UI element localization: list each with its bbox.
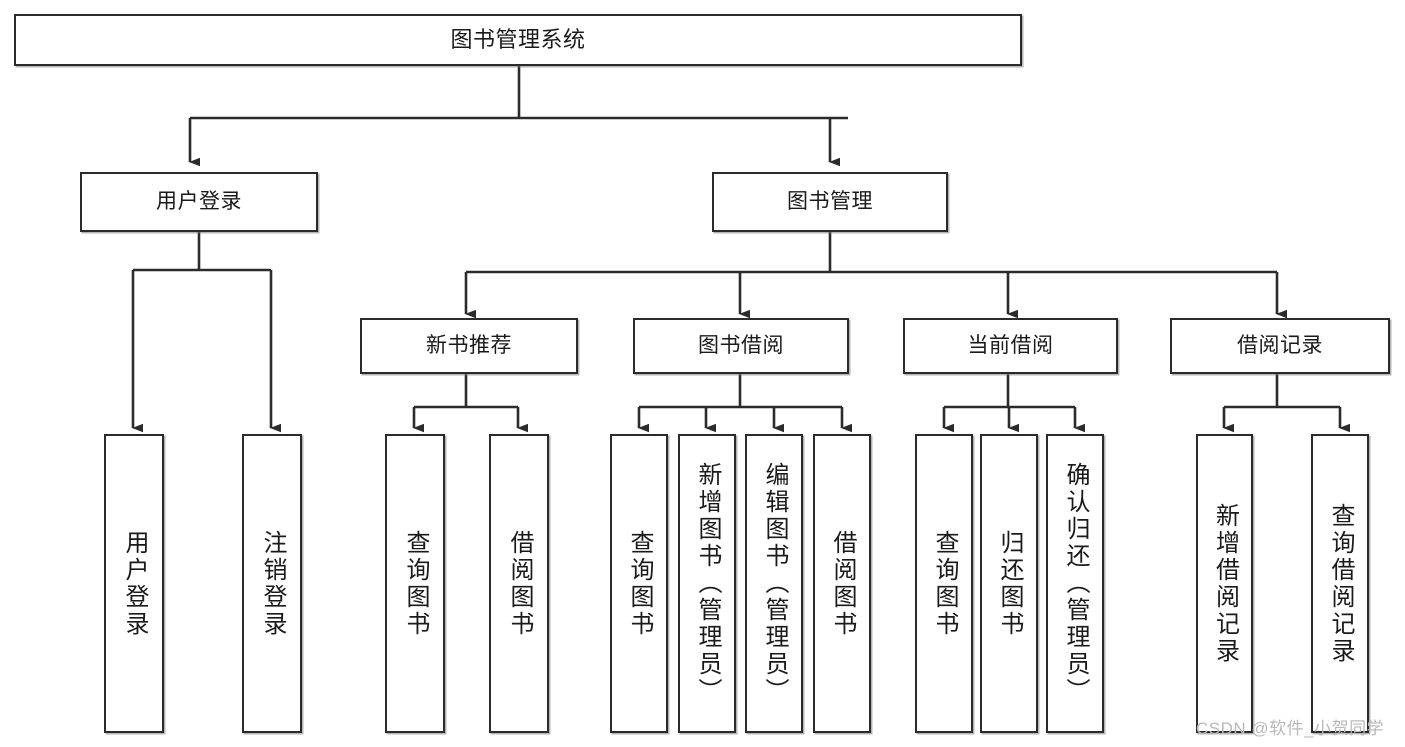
node-leaf-logout-login-label: 注销登录 — [259, 529, 286, 638]
node-leaf-add-book-label: 新增图书（管理员） — [694, 462, 721, 705]
node-book-borrow-label: 图书借阅 — [698, 333, 784, 357]
node-leaf-add-borrow-record[interactable]: 新增借阅记录 — [1196, 434, 1253, 733]
node-borrow-record[interactable]: 借阅记录 — [1170, 318, 1390, 374]
node-leaf-borrow-book-2-label: 借阅图书 — [829, 529, 856, 638]
node-leaf-query-borrow-record[interactable]: 查询借阅记录 — [1311, 434, 1369, 733]
node-leaf-user-login-label: 用户登录 — [121, 529, 148, 638]
node-user-login[interactable]: 用户登录 — [80, 172, 318, 232]
node-leaf-query-book-1-label: 查询图书 — [402, 529, 429, 638]
node-root[interactable]: 图书管理系统 — [14, 14, 1022, 66]
node-leaf-add-book[interactable]: 新增图书（管理员） — [678, 434, 736, 733]
node-leaf-query-book-2[interactable]: 查询图书 — [610, 434, 668, 733]
node-current-borrow-label: 当前借阅 — [967, 333, 1054, 357]
node-current-borrow[interactable]: 当前借阅 — [903, 318, 1118, 374]
node-leaf-query-book-1[interactable]: 查询图书 — [385, 434, 445, 733]
node-borrow-record-label: 借阅记录 — [1237, 333, 1323, 357]
node-leaf-add-borrow-record-label: 新增借阅记录 — [1211, 502, 1239, 665]
node-leaf-borrow-book-2[interactable]: 借阅图书 — [813, 434, 871, 733]
node-leaf-edit-book[interactable]: 编辑图书（管理员） — [745, 434, 803, 733]
node-leaf-logout-login[interactable]: 注销登录 — [242, 434, 302, 733]
node-leaf-return-book-label: 归还图书 — [996, 529, 1023, 638]
csdn-watermark: CSDN @软件_小贺同学 — [1196, 719, 1385, 738]
node-new-book-recommend-label: 新书推荐 — [426, 333, 512, 357]
node-leaf-confirm-return-label: 确认归还（管理员） — [1062, 462, 1089, 705]
node-user-login-label: 用户登录 — [156, 189, 242, 213]
node-book-borrow[interactable]: 图书借阅 — [633, 318, 849, 374]
node-leaf-query-book-2-label: 查询图书 — [626, 529, 653, 638]
node-leaf-return-book[interactable]: 归还图书 — [980, 434, 1038, 733]
node-book-management-label: 图书管理 — [787, 189, 873, 213]
node-leaf-confirm-return[interactable]: 确认归还（管理员） — [1046, 434, 1104, 733]
node-new-book-recommend[interactable]: 新书推荐 — [360, 318, 578, 374]
node-root-label: 图书管理系统 — [450, 27, 586, 53]
node-leaf-query-borrow-record-label: 查询借阅记录 — [1327, 502, 1354, 665]
node-leaf-borrow-book-1-label: 借阅图书 — [506, 529, 533, 638]
node-leaf-user-login[interactable]: 用户登录 — [104, 434, 164, 733]
node-leaf-query-book-3-label: 查询图书 — [931, 529, 958, 638]
node-book-management[interactable]: 图书管理 — [712, 172, 948, 232]
node-leaf-edit-book-label: 编辑图书（管理员） — [761, 462, 788, 705]
node-leaf-borrow-book-1[interactable]: 借阅图书 — [489, 434, 549, 733]
node-leaf-query-book-3[interactable]: 查询图书 — [915, 434, 973, 733]
